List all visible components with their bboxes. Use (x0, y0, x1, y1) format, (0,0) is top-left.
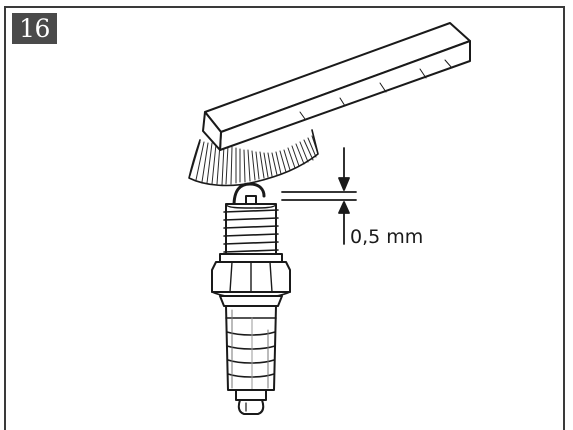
brush-block-top (204, 22, 471, 133)
ground-electrode (232, 182, 266, 208)
hex-nut (211, 261, 291, 299)
wire-brush-icon (188, 22, 471, 187)
gap-measurement-label: 0,5 mm (350, 226, 423, 248)
insulator (225, 305, 277, 391)
brush-bristles (189, 135, 319, 186)
spark-plug-icon (211, 182, 291, 415)
brush-block-end (202, 111, 222, 151)
bristle-outline (188, 129, 319, 187)
center-electrode (245, 195, 257, 205)
sealing-washer (219, 253, 283, 263)
terminal-nut (235, 389, 267, 415)
thread-section (223, 203, 279, 255)
gap-dimension-arrows-icon (281, 147, 357, 245)
crimp-shoulder (219, 295, 283, 307)
figure-frame (4, 6, 565, 430)
step-number-badge: 16 (12, 13, 57, 44)
